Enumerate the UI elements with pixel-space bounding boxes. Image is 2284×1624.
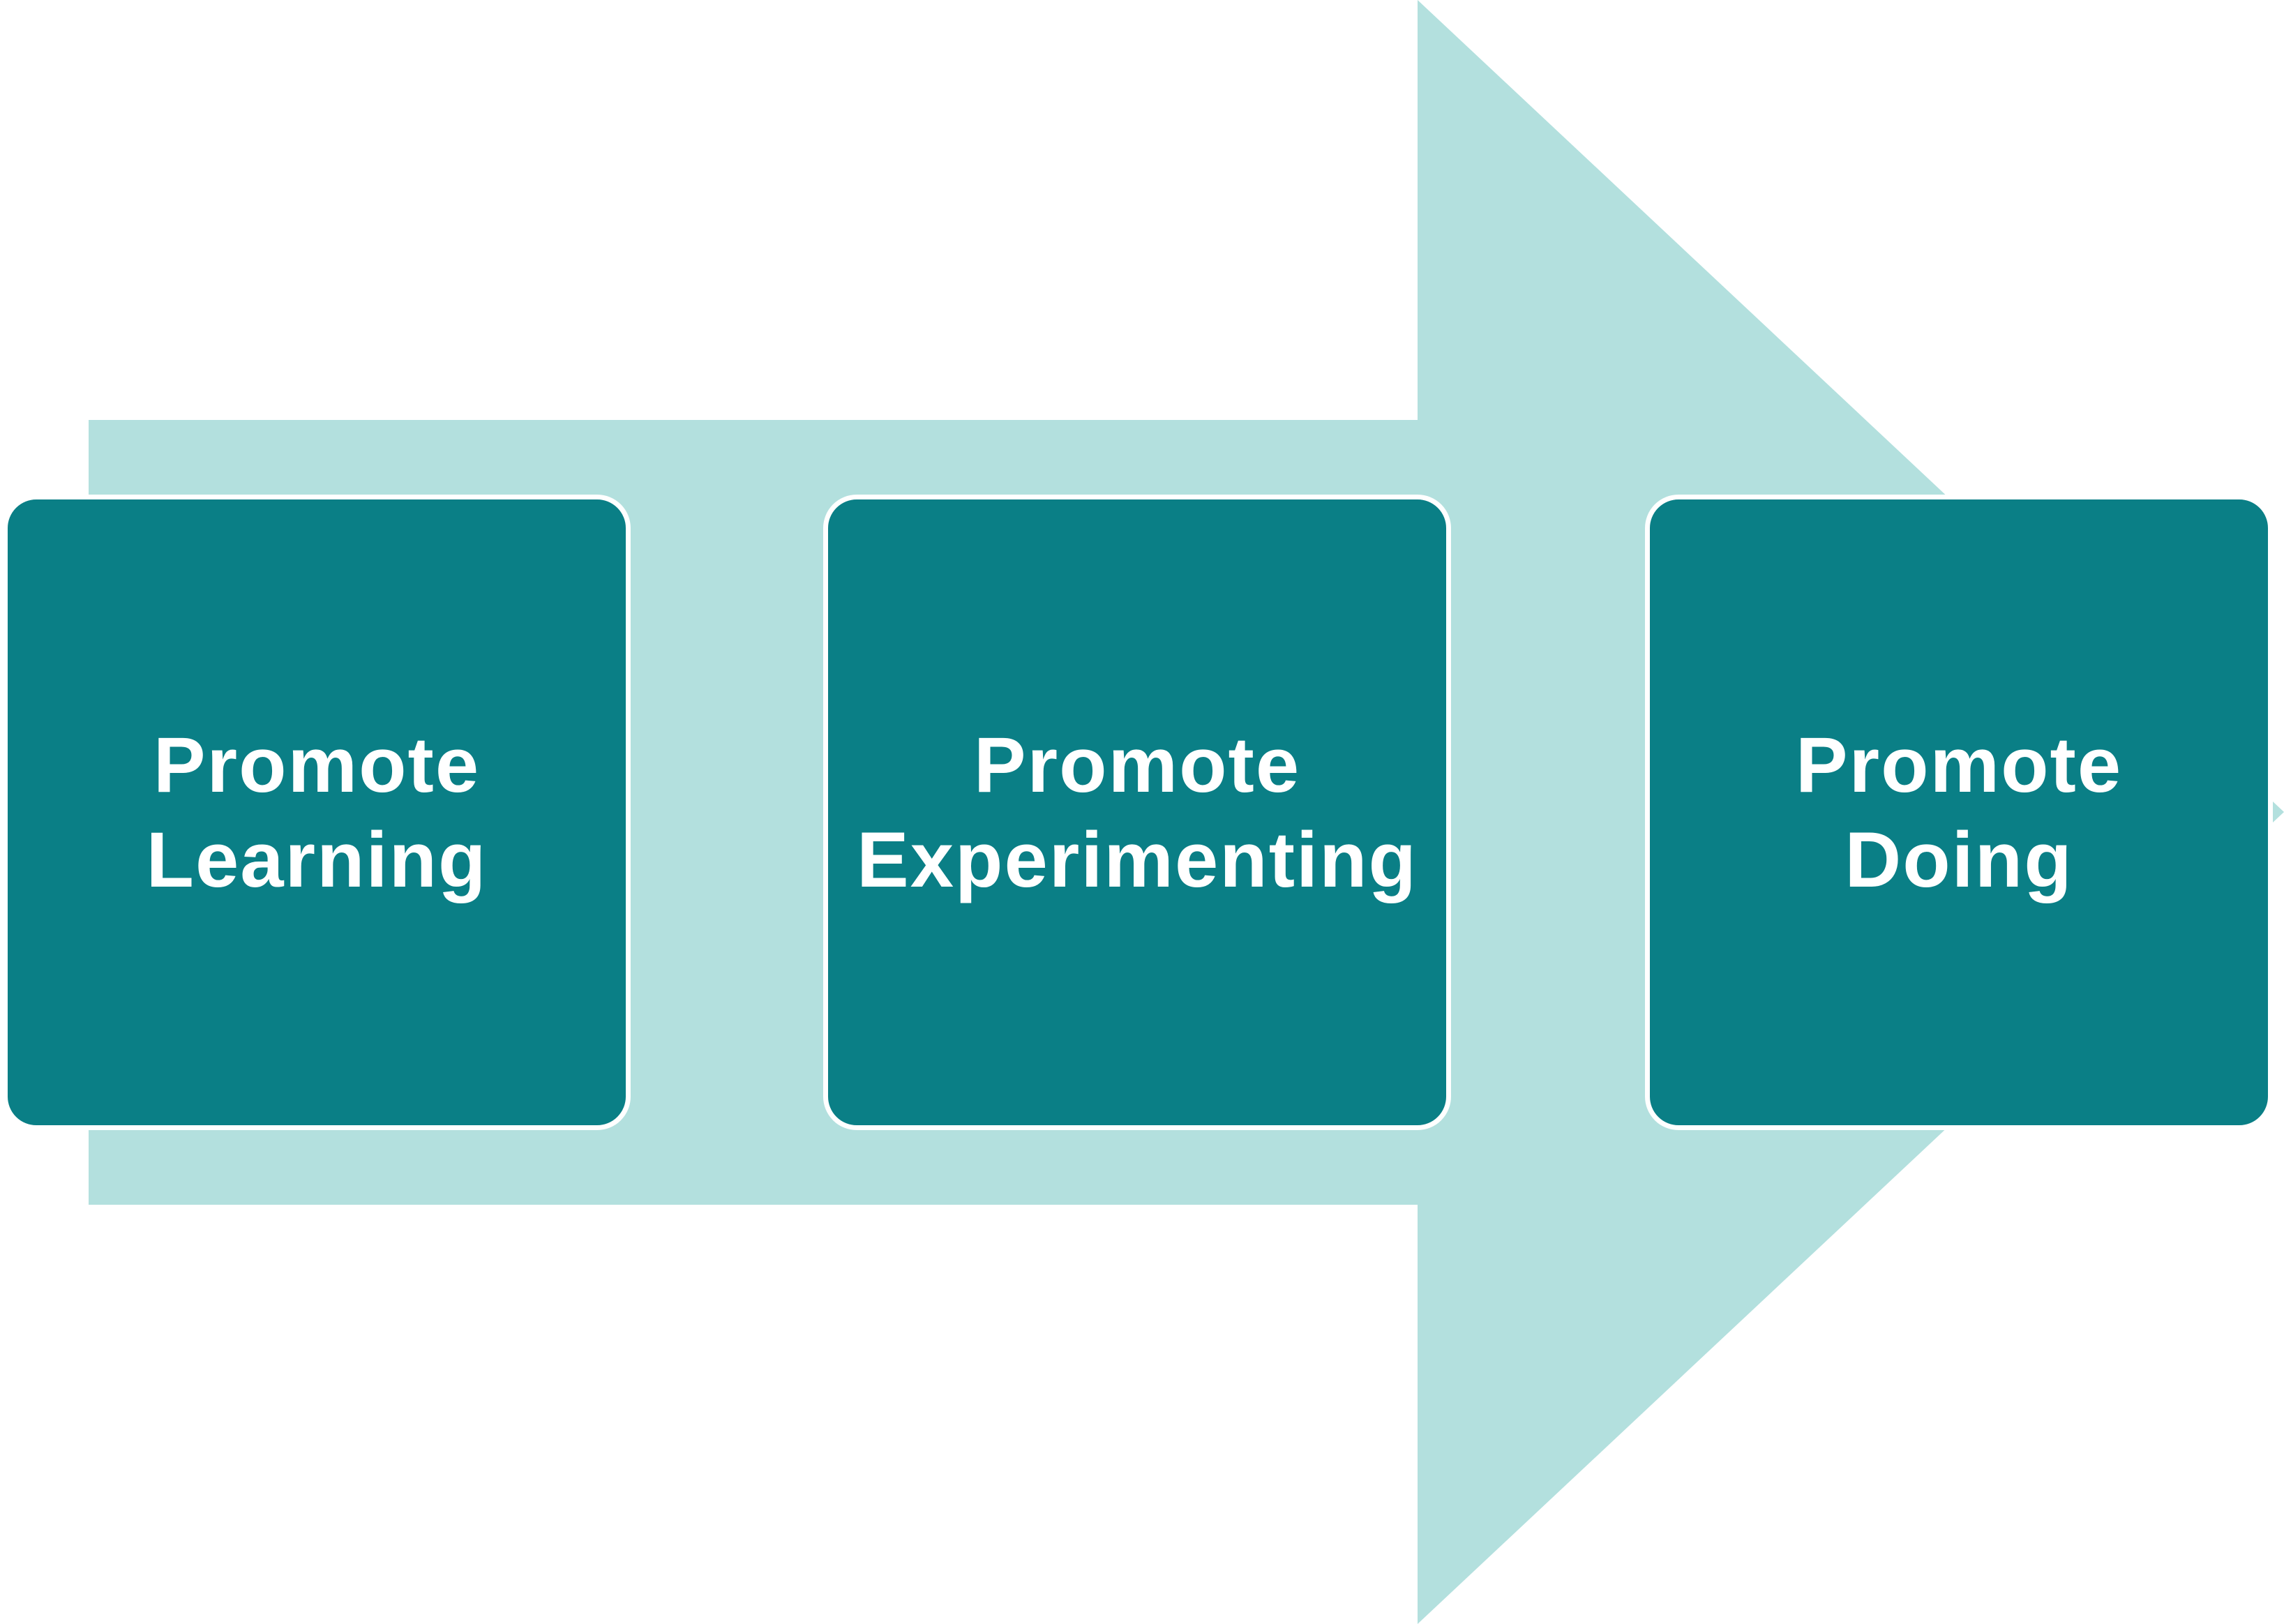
step-label-doing: Promote Doing [1795, 721, 2123, 903]
step-box-experimenting: Promote Experimenting [823, 495, 1451, 1130]
step-box-learning: Promote Learning [3, 495, 631, 1130]
step-label-learning: Promote Learning [146, 721, 488, 903]
step-label-experimenting: Promote Experimenting [857, 721, 1418, 903]
step-box-doing: Promote Doing [1645, 495, 2273, 1130]
